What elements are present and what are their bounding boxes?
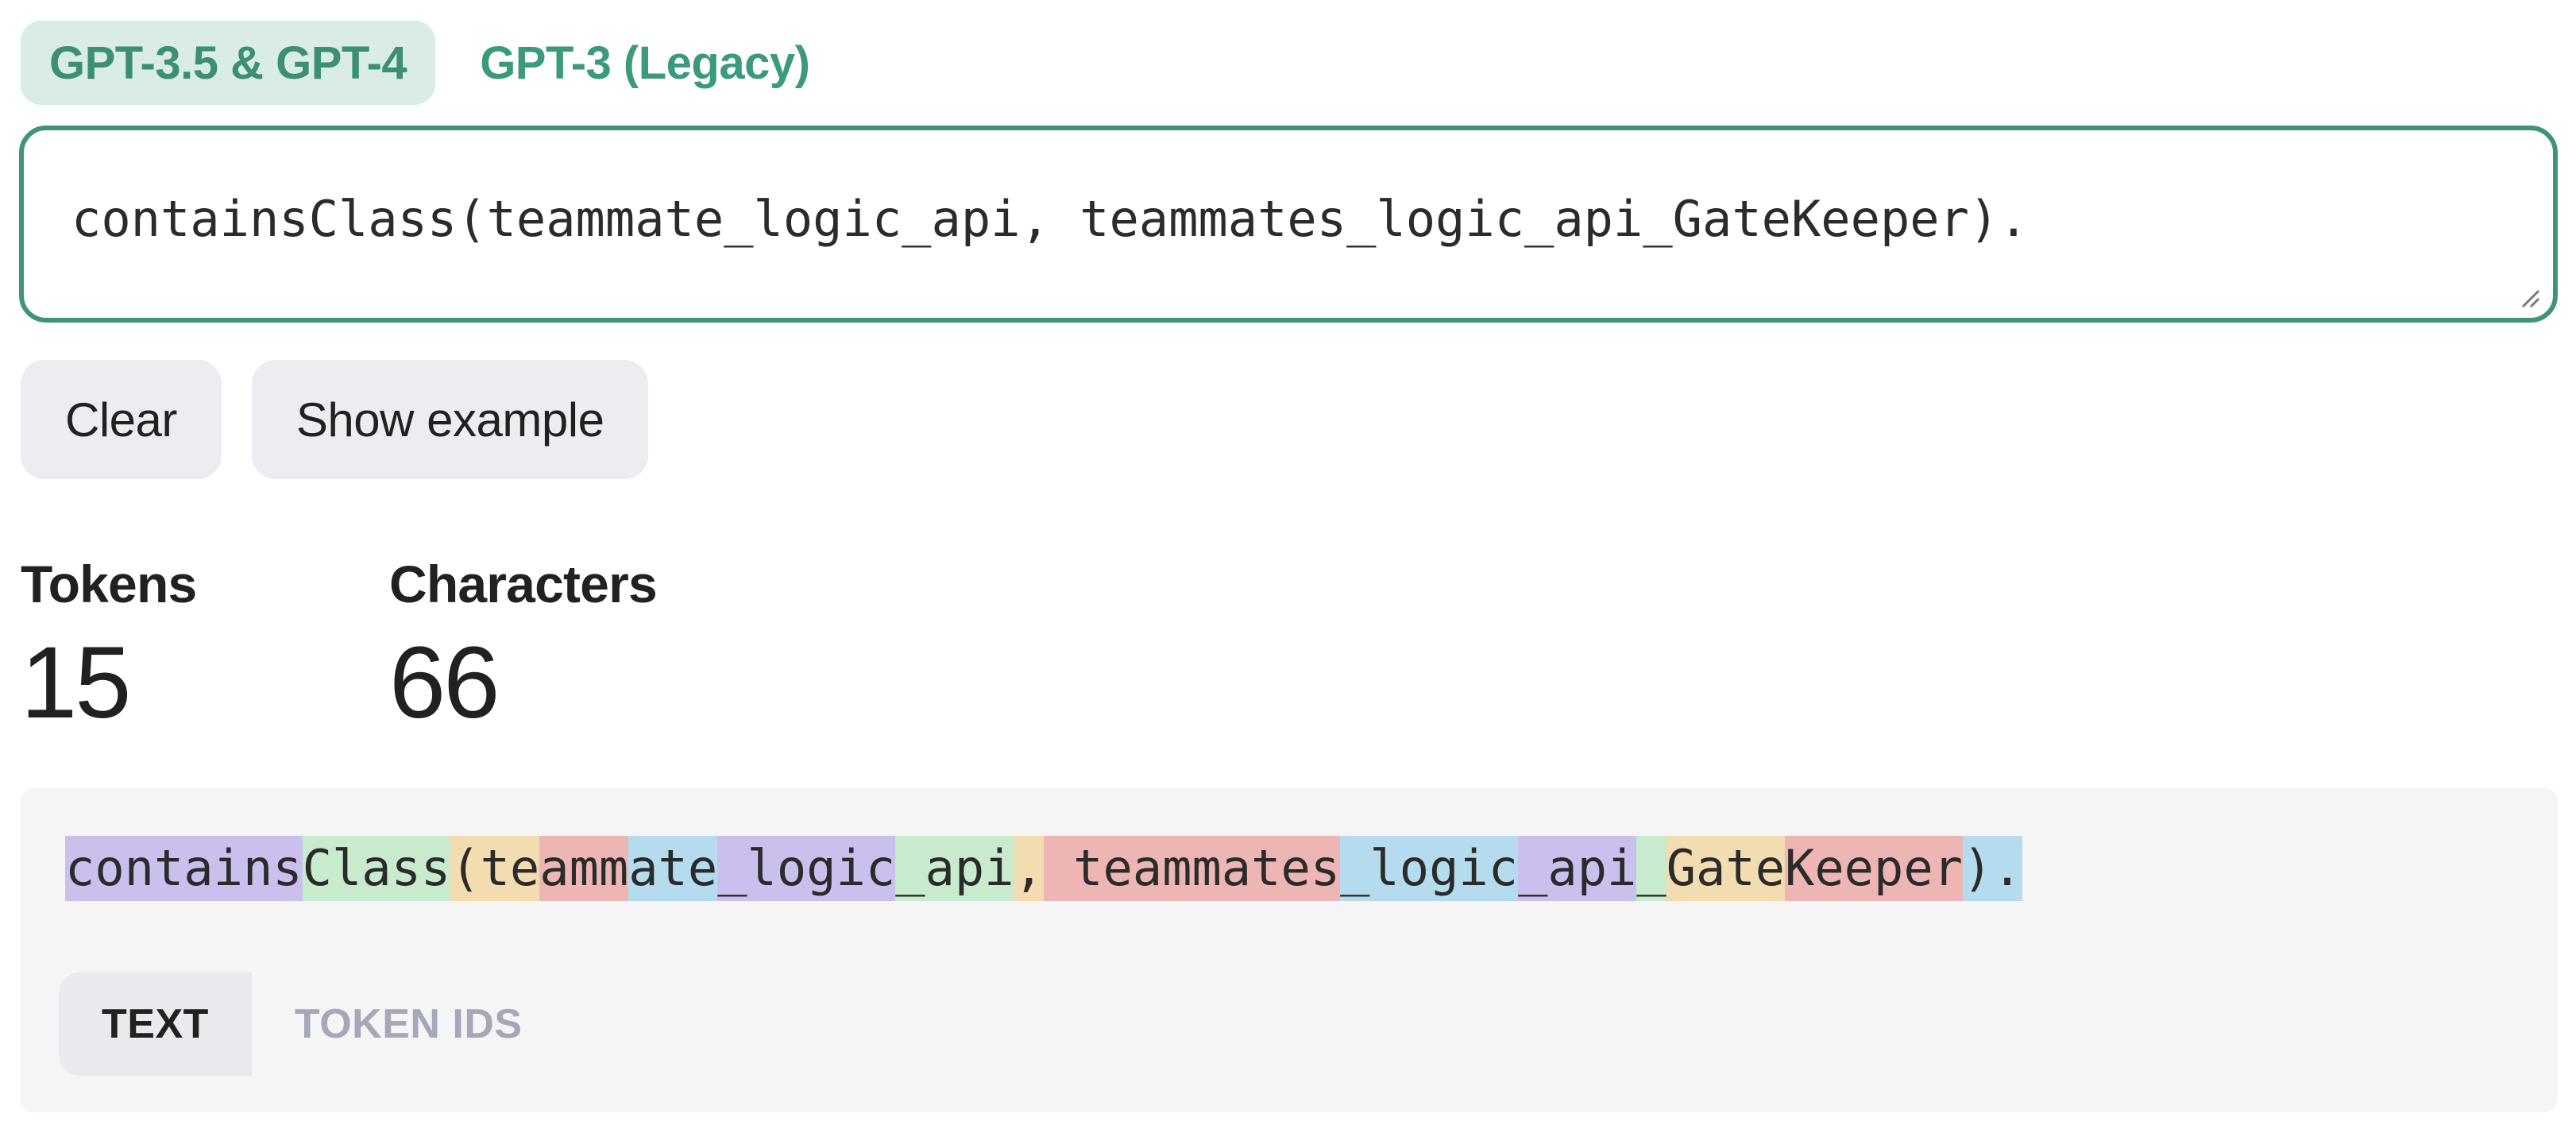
token: _logic — [717, 836, 896, 901]
token: _api — [895, 836, 1014, 901]
clear-button[interactable]: Clear — [21, 360, 222, 479]
model-tabs: GPT-3.5 & GPT-4 GPT-3 (Legacy) — [21, 21, 838, 105]
token: te — [480, 836, 540, 901]
tab-token-ids[interactable]: TOKEN IDS — [294, 1001, 523, 1047]
tokens-stat: Tokens 15 — [21, 548, 197, 740]
text-input[interactable]: containsClass(teammate_logic_api, teamma… — [19, 126, 2558, 323]
tab-gpt-3-legacy[interactable]: GPT-3 (Legacy) — [480, 37, 810, 89]
characters-label: Characters — [389, 555, 658, 613]
show-example-button[interactable]: Show example — [251, 360, 649, 479]
token: ( — [450, 836, 481, 901]
token: ). — [1963, 836, 2022, 901]
characters-count: 66 — [389, 626, 500, 740]
action-buttons: Clear Show example — [21, 360, 649, 479]
text-input-value[interactable]: containsClass(teammate_logic_api, teamma… — [71, 189, 2029, 248]
view-tabs: TEXT TOKEN IDS — [59, 973, 566, 1076]
token: _logic — [1340, 836, 1519, 901]
tokens-label: Tokens — [21, 555, 197, 613]
tokens-count: 15 — [21, 626, 131, 740]
token: teammates — [1043, 836, 1341, 901]
tab-text[interactable]: TEXT — [59, 973, 252, 1076]
token: _api — [1518, 836, 1637, 901]
token: _ — [1636, 836, 1666, 901]
token: contains — [65, 836, 303, 901]
token: Gate — [1666, 836, 1786, 901]
token: Class — [302, 836, 451, 901]
tab-gpt-3-5-gpt-4[interactable]: GPT-3.5 & GPT-4 — [21, 21, 436, 105]
token: , — [1014, 836, 1044, 901]
resize-handle-icon[interactable] — [2518, 286, 2540, 308]
token: amm — [539, 836, 629, 901]
characters-stat: Characters 66 — [389, 548, 658, 740]
token: Keeper — [1785, 836, 1963, 901]
token: ate — [628, 836, 718, 901]
